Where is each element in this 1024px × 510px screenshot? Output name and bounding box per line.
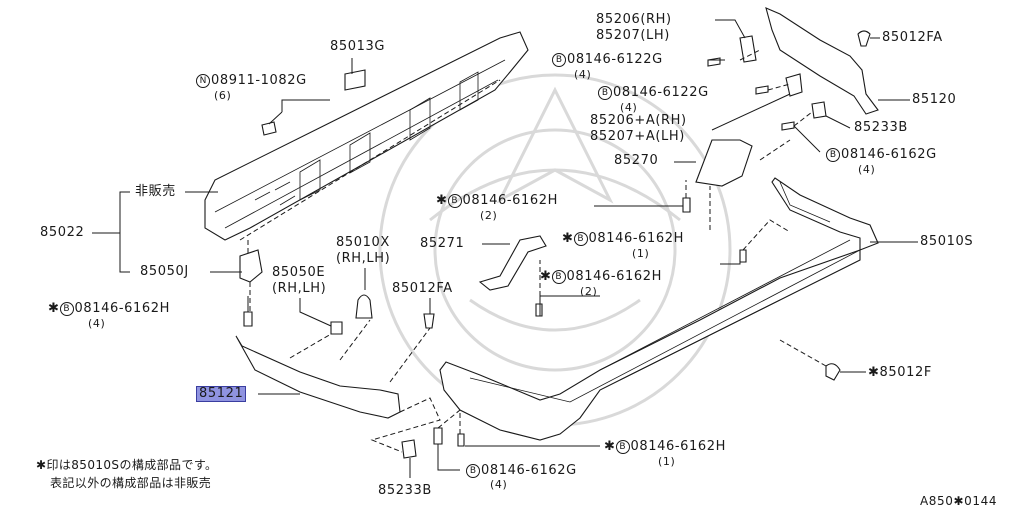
- note-line-2: 表記以外の構成部品は非販売: [50, 476, 212, 490]
- stay-85206A: [785, 73, 803, 97]
- qty-08911: (6): [214, 89, 232, 102]
- label-85010S: 85010S: [920, 234, 974, 249]
- part-number-08146H-left: 08146-6162H: [74, 301, 171, 316]
- bumper-fascia-85010S: [439, 177, 879, 441]
- retainer-85233B-right: [811, 101, 827, 119]
- qty-08146H-bottom: (1): [658, 455, 676, 468]
- n-marker-icon: N: [196, 74, 210, 88]
- b-marker-icon: B: [466, 464, 480, 478]
- qty-08146G-r2: (4): [620, 101, 638, 114]
- part-number-08146H-mid2: 08146-6162H: [566, 269, 663, 284]
- label-85207A: 85207+A(LH): [590, 129, 685, 144]
- b-marker-icon: B: [598, 86, 612, 100]
- label-85010X: 85010X: [336, 235, 390, 250]
- part-number-08146H-mid1: 08146-6162H: [588, 231, 685, 246]
- label-85022: 85022: [40, 225, 85, 240]
- label-85206: 85206(RH): [596, 12, 672, 27]
- qty-85050E: (RH,LH): [272, 281, 327, 296]
- label-85207: 85207(LH): [596, 28, 670, 43]
- side-garnish-85121: [235, 335, 401, 419]
- b-marker-icon: B: [615, 440, 630, 454]
- qty-85010X: (RH,LH): [336, 251, 391, 266]
- label-85013G: 85013G: [330, 39, 386, 54]
- star-marker: ✱: [562, 231, 574, 246]
- part-number-08911: 08911-1082G: [211, 73, 307, 88]
- part-number-08146G-right: 08146-6162G: [841, 147, 937, 162]
- label-85050E: 85050E: [272, 265, 326, 280]
- label-85012FA-mid: 85012FA: [392, 281, 453, 296]
- qty-08146G-right: (4): [858, 163, 876, 176]
- qty-08146H-top: (2): [480, 209, 498, 222]
- label-not-sold: 非販売: [135, 184, 176, 199]
- b-marker-icon: B: [447, 194, 462, 208]
- note-line-1: ✱印は85010Sの構成部品です。: [36, 458, 218, 472]
- label-85233B-right: 85233B: [854, 120, 908, 135]
- bolt-set: [243, 30, 871, 447]
- qty-08146H-left: (4): [88, 317, 106, 330]
- star-marker: ✱: [604, 439, 616, 454]
- label-85012F: ✱85012F: [868, 366, 932, 380]
- part-number-08146H-bottom: 08146-6162H: [630, 439, 727, 454]
- b-marker-icon: B: [59, 302, 74, 316]
- bracket-85120: [765, 7, 879, 115]
- star-marker: ✱: [868, 365, 880, 380]
- label-85270: 85270: [614, 153, 659, 168]
- part-number-85012F: 85012F: [879, 365, 932, 380]
- qty-08146G-bottom: (4): [490, 478, 508, 491]
- leader-lines: [92, 19, 918, 478]
- qty-08146H-mid1: (1): [632, 247, 650, 260]
- label-85233B-bottom: 85233B: [378, 483, 432, 498]
- b-marker-icon: B: [551, 270, 566, 284]
- label-85050J: 85050J: [140, 264, 189, 279]
- b-marker-icon: B: [826, 148, 840, 162]
- bracket-85050J: [239, 249, 263, 283]
- diagram-id: A850✱0144: [920, 494, 998, 508]
- star-marker: ✱: [48, 301, 60, 316]
- qty-08146H-mid2: (2): [580, 285, 598, 298]
- bracket-85270: [695, 139, 753, 187]
- qty-08146G-r1: (4): [574, 68, 592, 81]
- star-marker: ✱: [436, 193, 448, 208]
- b-marker-icon: B: [573, 232, 588, 246]
- stay-85206: [739, 35, 757, 63]
- label-85013G: [344, 69, 366, 91]
- retainer-85233B-bottom: [401, 439, 417, 459]
- label-85206A: 85206+A(RH): [590, 113, 687, 128]
- part-number-08146G-bottom: 08146-6162G: [481, 463, 577, 478]
- part-number-08146H-top: 08146-6162H: [462, 193, 559, 208]
- label-85121-highlighted[interactable]: 85121: [196, 386, 247, 402]
- assembly-lines: [239, 49, 827, 453]
- part-number-08146G-r2: 08146-6122G: [613, 85, 709, 100]
- bracket-85271: [478, 235, 547, 291]
- label-85012FA-top: 85012FA: [882, 30, 943, 45]
- star-marker: ✱: [540, 269, 552, 284]
- reinforcement-85022: [204, 31, 529, 241]
- b-marker-icon: B: [552, 53, 566, 67]
- label-85271: 85271: [420, 236, 465, 251]
- label-85120: 85120: [912, 92, 957, 107]
- part-number-08146G-r1: 08146-6122G: [567, 52, 663, 67]
